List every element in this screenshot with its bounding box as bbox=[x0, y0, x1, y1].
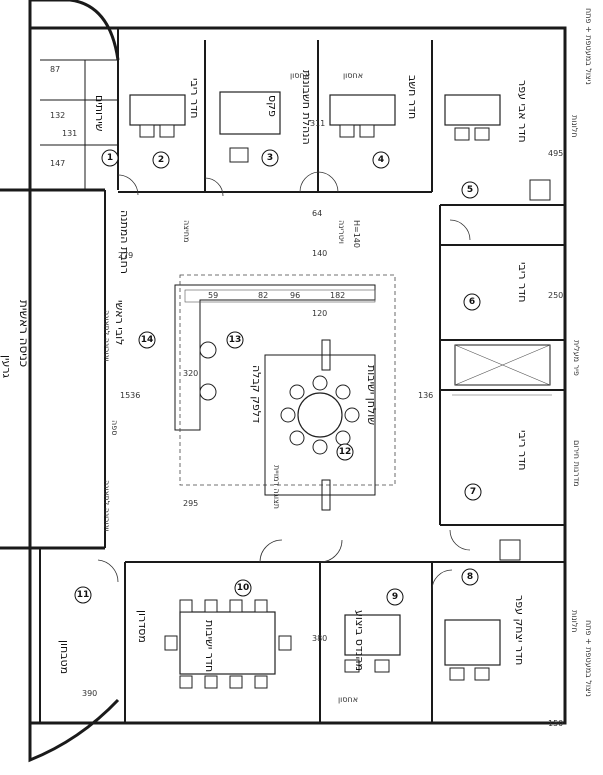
room-label-accountant: חדר חשב bbox=[406, 75, 419, 120]
badge-2: 2 bbox=[157, 155, 165, 165]
dim: 495 bbox=[548, 149, 564, 158]
label-corridor: מסדרון bbox=[136, 610, 149, 643]
label-waiting-area: רחבת המתנה bbox=[118, 210, 131, 274]
badge-4: 4 bbox=[377, 155, 385, 165]
dim: 96 bbox=[290, 291, 301, 300]
room-label-manager-2: חדר ריבי bbox=[188, 78, 201, 119]
dim: 136 bbox=[418, 391, 434, 400]
badge-3: 3 bbox=[266, 153, 274, 163]
round-table bbox=[297, 392, 343, 438]
column bbox=[321, 339, 331, 371]
badge-10: 10 bbox=[236, 583, 250, 593]
meeting-table bbox=[179, 611, 276, 675]
dim: 150 bbox=[548, 719, 564, 728]
chair bbox=[312, 439, 328, 455]
note-sofa: ספה bbox=[110, 420, 119, 436]
dim: 87 bbox=[50, 65, 61, 74]
label-storage-2: אחסון bbox=[343, 71, 364, 80]
label-reception: דלפק קבלה bbox=[250, 365, 263, 424]
dim: 390 bbox=[82, 689, 98, 698]
badge-7: 7 bbox=[469, 487, 477, 497]
dim: 279 bbox=[118, 251, 134, 260]
meeting-enclosure bbox=[264, 354, 376, 496]
badge-9: 9 bbox=[391, 592, 399, 602]
dim: 147 bbox=[50, 159, 66, 168]
dim: 250 bbox=[548, 291, 564, 300]
note-top-right: ניצול במעטפת + פתח bbox=[584, 8, 593, 85]
elevator-shaft bbox=[454, 344, 551, 386]
meeting-chairs bbox=[164, 599, 292, 689]
room-badges bbox=[74, 149, 482, 606]
dim: 380 bbox=[312, 634, 328, 643]
dim: 311 bbox=[310, 119, 326, 128]
chair bbox=[335, 384, 351, 400]
badge-12: 12 bbox=[338, 447, 352, 457]
room-label-meeting-room: חדר ישיבות bbox=[203, 620, 216, 673]
room-label-main-entrance: כניסה ראשית bbox=[17, 300, 31, 368]
room-label-7: חדר ריבי bbox=[516, 430, 529, 471]
shaft-cross bbox=[454, 344, 551, 386]
top-left-curve bbox=[28, 0, 120, 61]
chair bbox=[199, 341, 217, 359]
dim: 64 bbox=[312, 209, 323, 218]
chair bbox=[199, 383, 217, 401]
dim: 131 bbox=[62, 129, 78, 138]
badge-6: 6 bbox=[468, 297, 476, 307]
reception-desk bbox=[174, 284, 376, 431]
dim: 1536 bbox=[120, 391, 141, 400]
room-label-accounting: הנהלת חשבונות bbox=[300, 70, 313, 145]
room-label-garden: גרעין bbox=[0, 355, 13, 379]
dim: 295 bbox=[183, 499, 199, 508]
dim: 140 bbox=[312, 249, 328, 258]
room-label-avi: חדר אבי עפר bbox=[516, 80, 529, 143]
bottom-left-curve bbox=[28, 698, 120, 763]
column bbox=[321, 479, 331, 511]
label-lobby: לובי ראשי bbox=[113, 300, 126, 346]
badge-1: 1 bbox=[106, 153, 114, 163]
room-label-6: חדר ריבי bbox=[516, 262, 529, 303]
dim: 132 bbox=[50, 111, 66, 120]
note-display-1: ויטרינה לתצוגה bbox=[102, 310, 111, 362]
chair bbox=[289, 430, 305, 446]
badge-5: 5 bbox=[466, 185, 474, 195]
chair bbox=[312, 375, 328, 391]
office-desks bbox=[129, 91, 551, 681]
chair bbox=[344, 407, 360, 423]
dim: 320 bbox=[183, 369, 199, 378]
note-glass-wall: ויטרינה bbox=[337, 220, 346, 244]
label-meeting-table: שולחן ישיבות bbox=[365, 365, 378, 426]
chair bbox=[280, 407, 296, 423]
badge-11: 11 bbox=[76, 590, 90, 600]
note-height: H=140 bbox=[352, 220, 361, 248]
room-label-itzik: חדר יצחק עפר bbox=[513, 595, 526, 666]
note-display-3: תצוגה דמויית bbox=[272, 465, 281, 510]
badge-13: 13 bbox=[228, 335, 242, 345]
chair bbox=[289, 384, 305, 400]
note-elevator-shaft: פיר מעלית bbox=[572, 340, 581, 376]
room-label-toilets: שירותים bbox=[93, 95, 106, 132]
room-label-execution-engineers: מהנדס ביצוע bbox=[353, 610, 366, 671]
note-windows-top: חלונות bbox=[570, 115, 579, 138]
note-stairs: מדרגות חירום bbox=[572, 440, 581, 487]
dim: 82 bbox=[258, 291, 269, 300]
note-display-2: ויטרינה לתצוגה bbox=[102, 480, 111, 532]
note-windows-bottom: חלונות bbox=[570, 610, 579, 633]
doors bbox=[97, 171, 471, 591]
note-partition: מחיצה bbox=[182, 220, 191, 243]
dim: 120 bbox=[312, 309, 328, 318]
room-label-kitchenette: מטבחון bbox=[58, 640, 71, 675]
note-bottom-right: ניצול במעטפת + פתח bbox=[584, 620, 593, 697]
badge-14: 14 bbox=[140, 335, 154, 345]
room-label-fax: פקס bbox=[266, 95, 279, 117]
badge-8: 8 bbox=[466, 572, 474, 582]
outer-wall bbox=[28, 26, 567, 725]
label-storage-3: אחסון bbox=[338, 695, 359, 704]
lobby-outline bbox=[179, 274, 396, 486]
counter-top bbox=[184, 289, 376, 303]
dim: 59 bbox=[208, 291, 219, 300]
dim: 182 bbox=[330, 291, 346, 300]
label-storage-1: אחסון bbox=[290, 71, 311, 80]
